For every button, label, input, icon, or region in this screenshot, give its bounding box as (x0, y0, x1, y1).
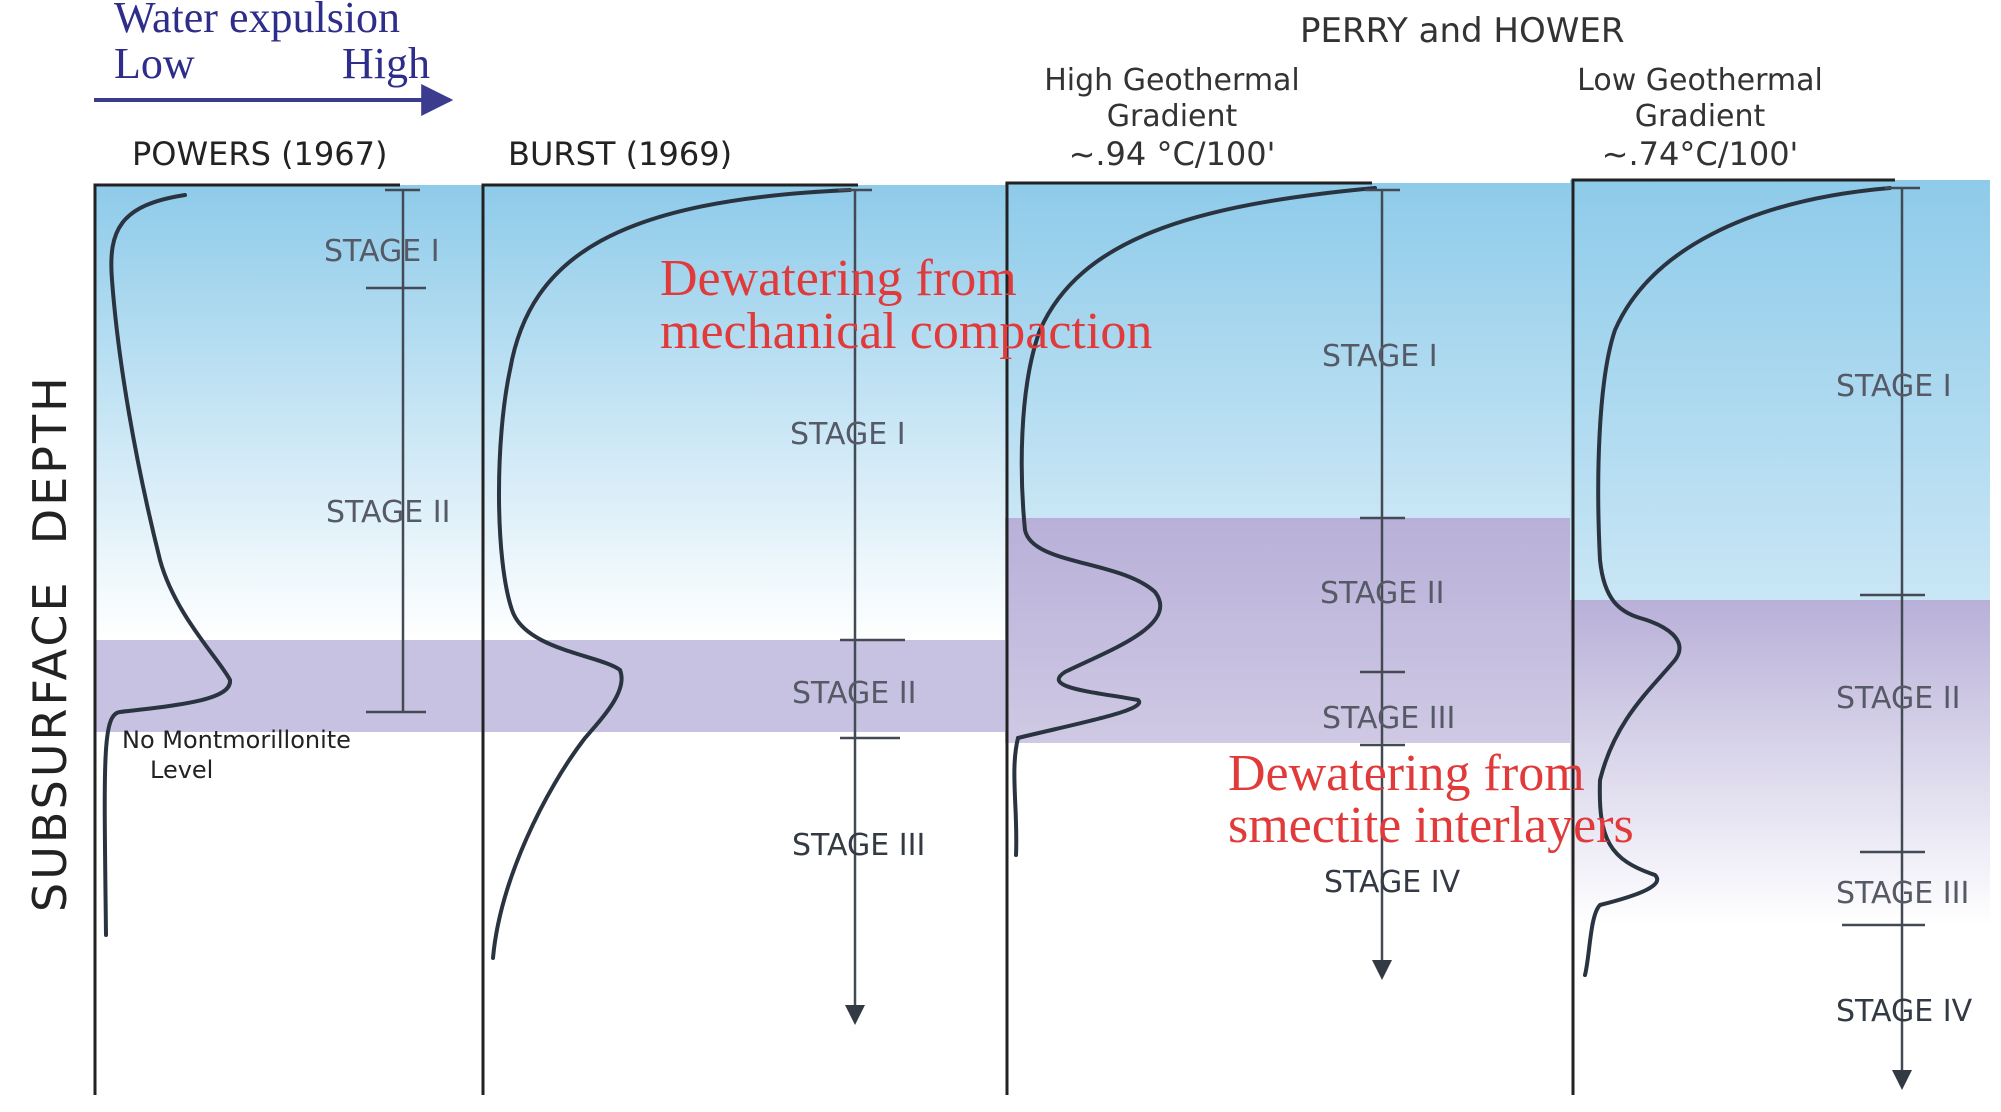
water-low-label: Low (114, 39, 195, 88)
water-expulsion-header: Water expulsion Low High (94, 0, 454, 116)
panel-title-high-line2: Gradient (1107, 99, 1238, 134)
curve-powers (102, 193, 232, 937)
zone-mech-right-a (1005, 183, 1570, 518)
stage-burst-3: STAGE III (792, 828, 925, 863)
zones (95, 180, 1990, 925)
zone-mech-left (95, 185, 1005, 640)
expulsion-curves (102, 186, 1892, 977)
panel-title-low-line2: Gradient (1635, 99, 1766, 134)
arrowhead-burst-down (845, 1005, 865, 1025)
zone-smectite-left (95, 640, 1005, 732)
frame-low (1571, 178, 1895, 1095)
arrowhead-high-down (1372, 960, 1392, 980)
panel-title-low-line3: ~.74°C/100' (1602, 135, 1799, 173)
scale-arrowheads (845, 960, 1912, 1090)
stage-low-3: STAGE III (1836, 876, 1969, 911)
frame-burst (481, 183, 858, 1095)
annotation-smectite-line1: Dewatering from (1228, 745, 1585, 802)
panel-frames (93, 178, 1895, 1095)
stage-low-4: STAGE IV (1836, 994, 1973, 1029)
stage-high-4: STAGE IV (1324, 865, 1461, 900)
annotation-mechanical-line2: mechanical compaction (660, 303, 1152, 360)
stage-scales (366, 186, 1925, 1085)
zone-mech-right-b (1570, 180, 1990, 600)
perry-hower-title: PERRY and HOWER (1300, 11, 1624, 51)
stage-high-3: STAGE III (1322, 701, 1455, 736)
annotation-smectite-line2: smectite interlayers (1228, 797, 1634, 854)
stage-labels: STAGE I STAGE II STAGE I STAGE II STAGE … (324, 234, 1973, 1029)
stage-low-2: STAGE II (1836, 681, 1960, 716)
stage-high-1: STAGE I (1322, 339, 1438, 374)
frame-high (1005, 181, 1372, 1095)
panel-title-high-line1: High Geothermal (1044, 63, 1300, 98)
panel-title-burst: BURST (1969) (508, 135, 732, 173)
panel-title-powers: POWERS (1967) (132, 135, 387, 173)
stage-powers-1: STAGE I (324, 234, 440, 269)
no-montmorillonite-note-line2: Level (150, 756, 213, 784)
water-high-label: High (342, 39, 430, 88)
stage-burst-1: STAGE I (790, 417, 906, 452)
panel-title-high-line3: ~.94 °C/100' (1069, 135, 1276, 173)
zone-smectite-right-a (1005, 518, 1570, 743)
frame-powers (93, 183, 400, 1095)
y-axis-label: SUBSURFACE DEPTH (23, 374, 77, 912)
stage-low-1: STAGE I (1836, 369, 1952, 404)
panel-title-low-line1: Low Geothermal (1577, 63, 1823, 98)
arrowhead-low-down (1892, 1070, 1912, 1090)
curve-burst (491, 188, 852, 960)
water-expulsion-title: Water expulsion (114, 0, 400, 42)
curve-low (1583, 186, 1892, 977)
stage-burst-2: STAGE II (792, 676, 916, 711)
stage-powers-2: STAGE II (326, 495, 450, 530)
curve-high (1012, 186, 1377, 857)
annotation-mechanical-line1: Dewatering from (660, 250, 1017, 307)
no-montmorillonite-note-line1: No Montmorillonite (122, 726, 351, 754)
stage-high-2: STAGE II (1320, 576, 1444, 611)
